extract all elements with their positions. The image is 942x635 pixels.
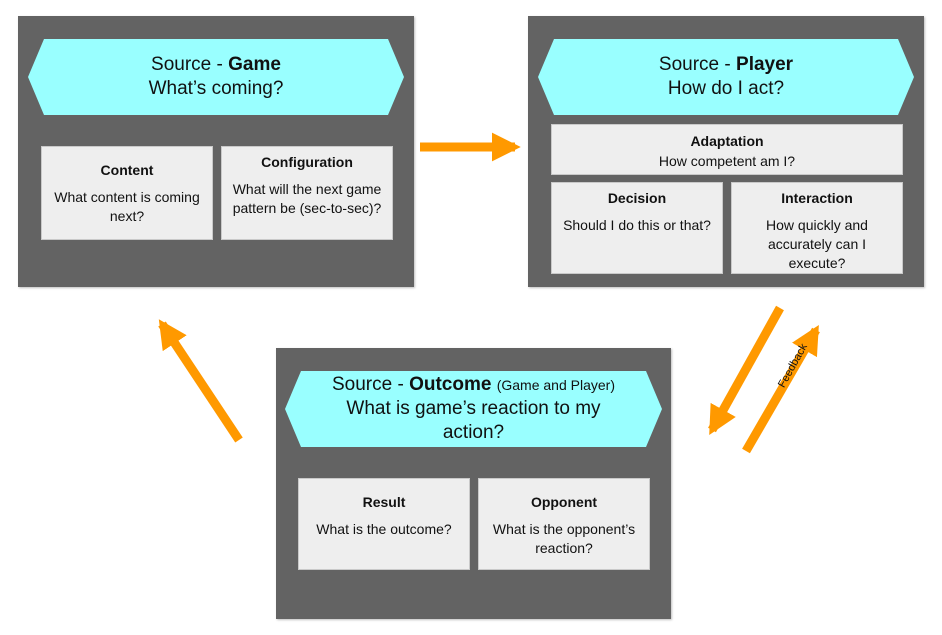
player-panel: Source - Player How do I act? Adaptation… [528,16,924,287]
content-card: Content What content is coming next? [41,146,213,240]
player-banner: Source - Player How do I act? [538,39,914,115]
interaction-card-title: Interaction [781,190,853,206]
game-banner-subtitle: What’s coming? [148,78,284,99]
player-banner-title: Player [736,54,794,75]
game-banner-title: Game [228,54,281,75]
decision-card-body: Should I do this or that? [563,217,711,233]
configuration-card-title: Configuration [261,154,353,170]
outcome-banner-title: Outcome [409,374,492,395]
outcome-banner-shape [285,371,662,447]
configuration-card-body: What will the next game pattern be (sec-… [232,181,382,216]
outcome-banner: Source - Outcome (Game and Player) What … [285,371,662,447]
result-card: Result What is the outcome? [298,478,470,570]
decision-card-title: Decision [607,190,667,206]
adaptation-card-title: Adaptation [690,133,764,149]
outcome-panel: Source - Outcome (Game and Player) What … [276,348,671,619]
content-card-body: What content is coming next? [54,189,200,224]
configuration-card: Configuration What will the next game pa… [221,146,393,240]
decision-card: Decision Should I do this or that? [551,182,723,274]
player-banner-subtitle: How do I act? [667,78,785,99]
result-card-body: What is the outcome? [316,521,452,537]
game-banner: Source - Game What’s coming? [28,39,404,115]
game-panel: Source - Game What’s coming? Content Wha… [18,16,414,287]
opponent-card-title: Opponent [530,494,598,510]
player-banner-prefix: Source - [658,54,737,75]
opponent-card-body: What is the opponent’s reaction? [492,521,636,556]
outcome-banner-subtitle: What is game’s reaction to my action? [346,398,601,443]
game-banner-shape [28,39,404,115]
arrow-player-to-outcome [708,305,784,436]
opponent-card: Opponent What is the opponent’s reaction… [478,478,650,570]
arrow-feedback [742,325,820,454]
interaction-card-body: How quickly and accurately can I execute… [766,217,868,271]
player-banner-shape [538,39,914,115]
interaction-card: Interaction How quickly and accurately c… [731,182,903,274]
adaptation-card: Adaptation How competent am I? [551,124,903,175]
arrow-outcome-to-game [158,319,243,443]
outcome-banner-prefix: Source - [331,374,410,395]
result-card-title: Result [362,494,406,510]
game-banner-prefix: Source - [151,54,229,75]
content-card-title: Content [100,162,154,178]
outcome-banner-paren: (Game and Player) [496,377,615,393]
adaptation-card-body: How competent am I? [658,153,796,169]
